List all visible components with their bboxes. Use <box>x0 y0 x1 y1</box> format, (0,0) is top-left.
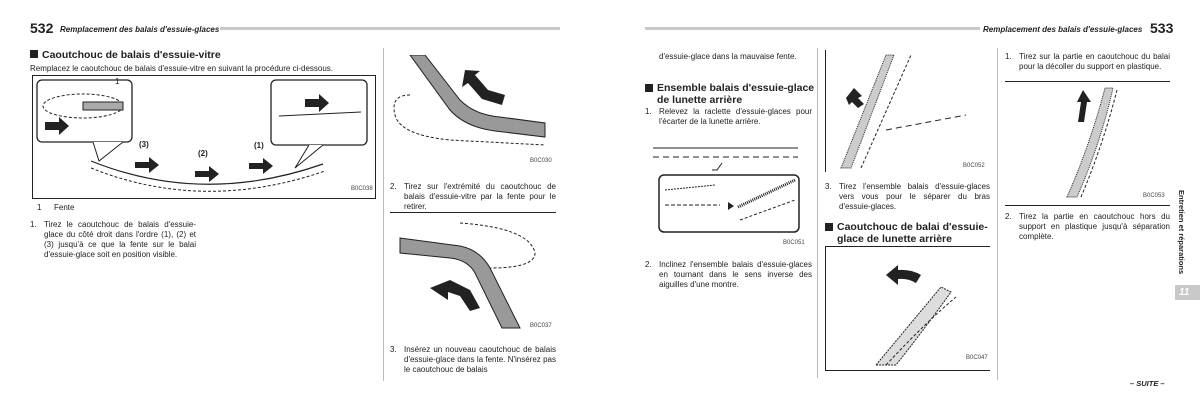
figure-rear-rubber: B0C047 <box>825 246 990 371</box>
figure-code: B0C051 <box>783 240 805 246</box>
raise-wiper-illustration <box>653 147 800 233</box>
continued-footer: – SUITE – <box>1130 379 1165 388</box>
column-divider <box>817 48 818 378</box>
divider-rule <box>1005 205 1170 206</box>
step-1-right: 1.Relevez la raclette d'essuie-glaces po… <box>645 107 812 126</box>
intro-text: Remplacez le caoutchouc de balais d'essu… <box>30 64 334 73</box>
figure-code: B0C030 <box>530 158 552 164</box>
running-title-left: Remplacement des balais d'essuie-glaces <box>60 25 220 34</box>
section-title-wiper-rubber: Caoutchouc de balais d'essuie-vitre <box>30 49 380 61</box>
figure-insert-rubber: B0C037 <box>390 218 556 333</box>
order-label-1: (1) <box>254 141 264 150</box>
figure-code: B0C038 <box>351 186 373 192</box>
step-1-left: 1.Tirez le caoutchouc de balais d'essuie… <box>30 220 196 259</box>
figure-code: B0C052 <box>963 163 985 169</box>
figure-remove-rubber: B0C030 <box>390 55 556 170</box>
insert-rubber-illustration <box>399 222 536 329</box>
order-label-2: (2) <box>198 149 208 158</box>
square-bullet-icon <box>825 223 833 231</box>
rear-rubber-illustration <box>874 265 957 366</box>
wiper-blade-illustration <box>36 79 368 192</box>
running-title-right: Remplacement des balais d'essuie-glaces <box>983 25 1143 34</box>
header-rule-right <box>645 27 980 30</box>
column-divider <box>383 48 384 381</box>
figure-code: B0C047 <box>966 355 988 361</box>
column-divider <box>997 48 998 380</box>
step-2-rubber: 2.Tirez la partie en caoutchouc hors du … <box>1005 212 1170 241</box>
chapter-side-label: Entretien et réparations <box>1177 190 1186 275</box>
tilt-wiper-illustration <box>840 54 967 169</box>
remove-rubber-illustration <box>393 55 546 146</box>
header-rule-left <box>220 27 560 30</box>
figure-code: B0C037 <box>530 323 552 329</box>
callout-slot-number: 1 <box>115 77 120 86</box>
order-label-3: (3) <box>139 140 149 149</box>
section-title-rear-assembly: Ensemble balais d'essuie-glace de lunett… <box>645 82 815 106</box>
continued-text: d'essuie-glace dans la mauvaise fente. <box>659 52 797 61</box>
step-3-left: 3.Insérez un nouveau caoutchouc de balai… <box>390 345 556 374</box>
figure-wiper-blade: 1 (3) (2) (1) B0C038 <box>32 75 376 199</box>
peel-rubber-illustration <box>1066 87 1118 198</box>
section-title-rear-rubber: Caoutchouc de balai d'essuie-glace de lu… <box>825 221 990 245</box>
legend-label: Fente <box>54 203 75 212</box>
figure-code: B0C053 <box>1143 193 1165 199</box>
divider-rule <box>390 212 556 213</box>
figure-peel-rubber: B0C053 <box>1005 85 1170 203</box>
square-bullet-icon <box>645 84 653 92</box>
divider-rule <box>1005 81 1170 82</box>
legend-number: 1 <box>37 203 42 212</box>
page-number-left: 532 <box>30 20 54 36</box>
figure-raise-wiper: B0C051 <box>650 145 810 250</box>
step-2-right: 2.Inclinez l'ensemble balais d'essuie-gl… <box>645 260 812 289</box>
figure-tilt-wiper: B0C052 <box>825 50 991 172</box>
square-bullet-icon <box>30 50 38 58</box>
chapter-tab: 11 <box>1175 285 1200 300</box>
step-3-right: 3.Tirez l'ensemble balais d'essuie-glace… <box>825 182 990 211</box>
step-2-left: 2.Tirez sur l'extrémité du caoutchouc de… <box>390 182 556 211</box>
step-1-rubber: 1.Tirez sur la partie en caoutchouc du b… <box>1005 52 1170 71</box>
page-number-right: 533 <box>1150 20 1174 36</box>
